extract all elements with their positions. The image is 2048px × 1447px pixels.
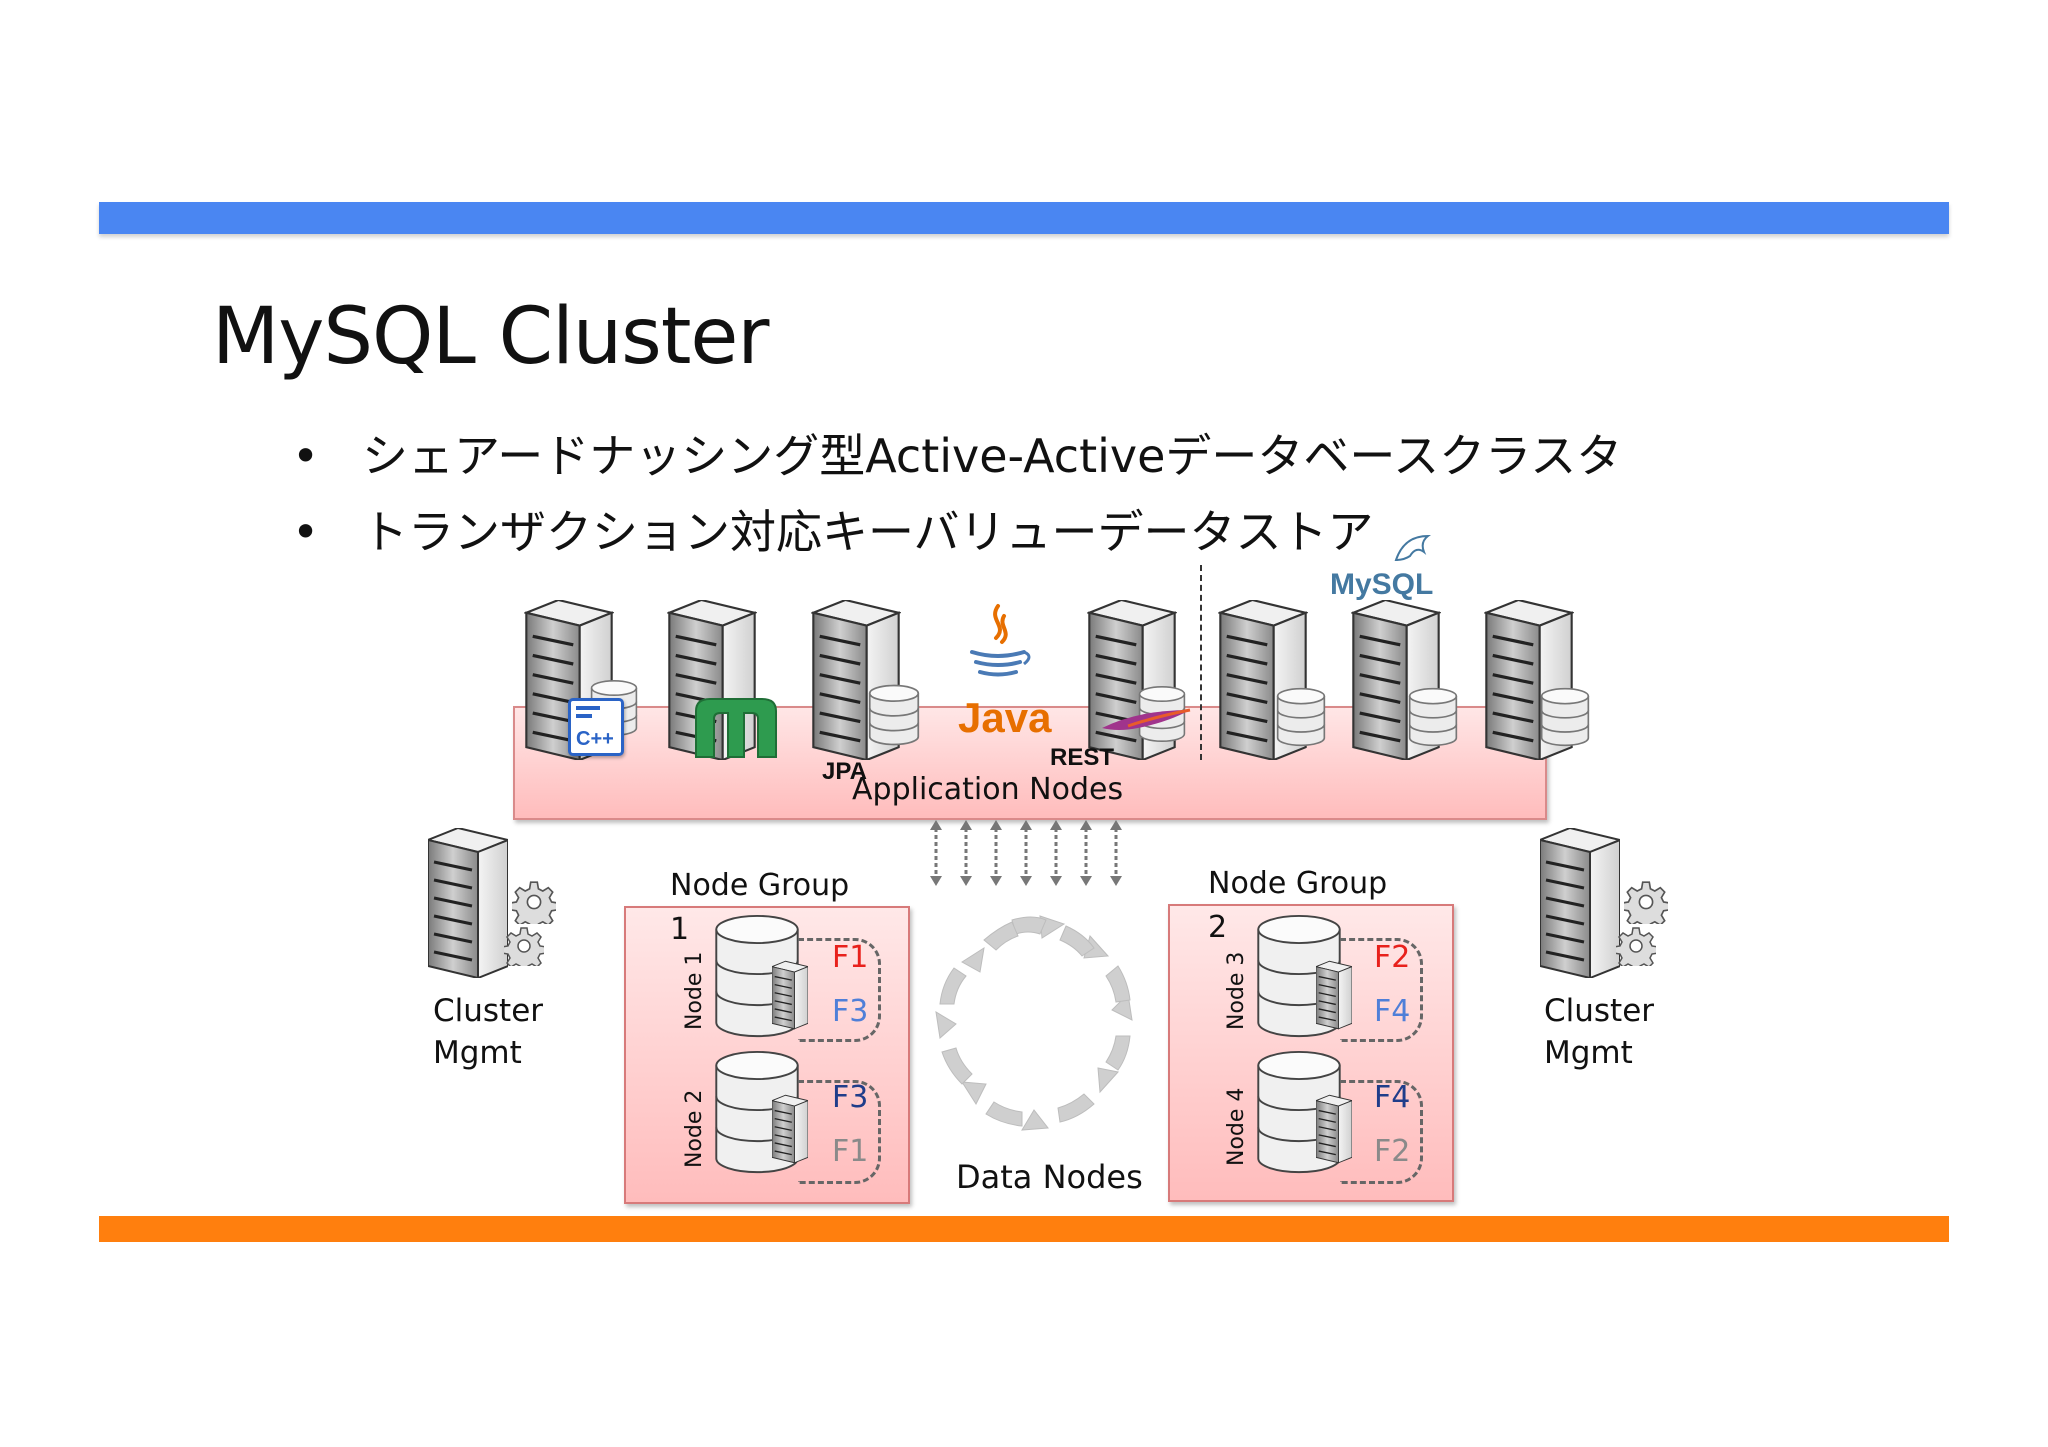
bidirectional-arrows [930,820,1122,886]
rest-label: REST [1050,744,1115,771]
gear-icon [504,927,544,966]
fragment-label: F1 [832,940,869,975]
apache-feather-icon [1102,708,1191,730]
bullet-text-1: シェアードナッシング型Active-Activeデータベースクラスタ [362,429,1623,483]
cpp-icon-label: C++ [576,728,614,750]
fragment-outline [798,1080,881,1184]
cluster-mgmt-left-label: Cluster Mgmt [433,990,543,1074]
node-2-label: Node 2 [682,1089,707,1168]
bottom-accent-bar [99,1216,1949,1242]
fragment-label: F1 [832,1134,869,1169]
database-icon [868,684,920,746]
jpa-label: JPA [822,758,867,785]
nodejs-icon [695,698,777,758]
cpp-icon: C++ [568,698,624,756]
node-1-label: Node 1 [682,951,707,1030]
cluster-mgmt-line2: Mgmt [1544,1035,1633,1071]
bullet-item: • トランザクション対応キーバリューデータストア [292,496,1374,562]
node-group-1-number: 1 [670,912,690,947]
database-icon [1276,687,1326,747]
java-logo-text: Java [958,694,1052,741]
cluster-mgmt-line1: Cluster [1544,993,1655,1029]
cluster-mgmt-line1: Cluster [433,993,544,1029]
gear-icon [512,881,556,924]
bullet-marker: • [292,429,320,483]
circular-replication-arrows [935,915,1133,1131]
fragment-label: F2 [1374,1134,1411,1169]
cluster-mgmt-line2: Mgmt [433,1035,522,1071]
bullet-marker: • [292,505,320,559]
node-4-label: Node 4 [1224,1087,1249,1166]
database-icon [1540,687,1590,747]
fragment-label: F4 [1374,994,1411,1029]
node-group-2-title: Node Group [1208,866,1388,901]
fragment-outline [798,938,881,1042]
fragment-outline [1340,938,1423,1042]
fragment-outline [1340,1080,1423,1184]
database-icon [1408,687,1458,747]
bullet-text-2: トランザクション対応キーバリューデータストア [362,505,1374,559]
application-nodes-label: Application Nodes [852,772,1124,807]
bullet-item: • シェアードナッシング型Active-Activeデータベースクラスタ [292,420,1622,486]
java-icon [970,604,1031,677]
fragment-label: F3 [832,994,869,1029]
cluster-mgmt-right-label: Cluster Mgmt [1544,990,1654,1074]
slide-title: MySQL Cluster [212,292,769,382]
gear-icon [1624,881,1668,924]
fragment-label: F2 [1374,940,1411,975]
gear-icon [1616,927,1656,966]
node-group-1-title: Node Group [670,868,850,903]
separator-line [1200,565,1202,760]
top-accent-bar [99,202,1949,234]
node-group-2-number: 2 [1208,910,1228,945]
server-icon [428,828,508,978]
server-icon [1540,828,1620,978]
fragment-label: F3 [832,1080,869,1115]
data-nodes-label: Data Nodes [956,1158,1143,1196]
fragment-label: F4 [1374,1080,1411,1115]
mysql-logo: MySQL [1330,568,1434,601]
node-3-label: Node 3 [1224,951,1249,1030]
dolphin-icon [1394,534,1431,562]
